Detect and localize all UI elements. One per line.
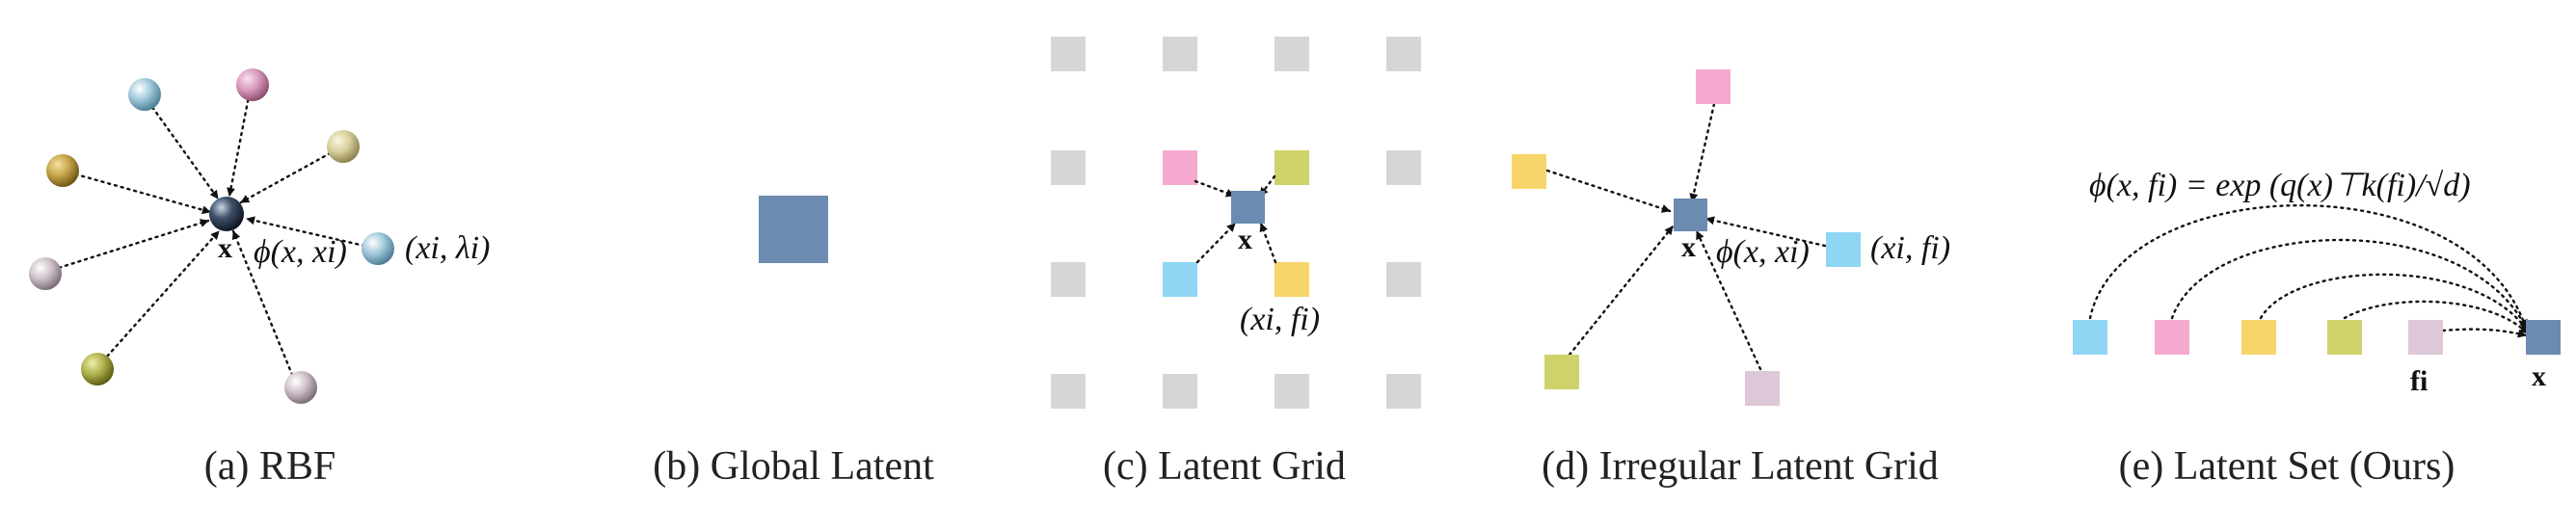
global-latent-square (759, 196, 828, 263)
irregular-query-label: x (1681, 231, 1696, 263)
set-arrow-pink (2170, 238, 2529, 332)
rbf-center-lilac (29, 257, 62, 290)
rbf-arrow-beige (239, 145, 344, 204)
irregular-caption: (d) Irregular Latent Grid (1542, 444, 1939, 489)
rbf-arrow-cyan (245, 216, 366, 248)
irregular-kernel-label: ϕ(x, xi) (1716, 234, 1810, 270)
grid-cell-empty (1386, 374, 1421, 409)
rbf-query-label: x (218, 232, 232, 264)
set-arrow-yellow (2259, 273, 2530, 333)
grid-cell-empty (1051, 262, 1086, 297)
grid-cell-empty (1051, 150, 1086, 185)
irregular-arrow-pink (1689, 102, 1716, 203)
rbf-arrow-blue (143, 94, 220, 200)
rbf-center-gold (46, 154, 79, 187)
set-latent-yellow (2241, 320, 2276, 355)
set-latent-lilac (2408, 320, 2443, 355)
grid-query-label: x (1238, 224, 1252, 255)
irregular-latent-green (1544, 355, 1579, 389)
rbf-caption: (a) RBF (204, 444, 336, 489)
irregular-latent-cyan (1826, 232, 1861, 267)
panel-global-latent: (b) Global Latent (653, 196, 934, 489)
irregular-point-label: (xi, fi) (1870, 230, 1950, 266)
rbf-arrow-lilac (44, 219, 210, 274)
grid-cell-empty (1051, 374, 1086, 409)
irregular-arrow-lilac (1695, 229, 1762, 371)
grid-latent-cyan (1163, 262, 1197, 297)
rbf-arrow-gold (61, 169, 212, 215)
rbf-center-beige (327, 130, 360, 163)
grid-cell-empty (1051, 37, 1086, 71)
irregular-latent-yellow (1512, 154, 1546, 189)
grid-latent-yellow (1275, 262, 1309, 297)
set-latent-cyan (2073, 320, 2107, 355)
grid-latent-green (1275, 150, 1309, 185)
latent-grid-cells (1051, 37, 1421, 409)
grid-caption: (c) Latent Grid (1103, 444, 1346, 489)
grid-cell-empty (1386, 262, 1421, 297)
rbf-query-point (209, 197, 244, 231)
rbf-center-olive (81, 353, 114, 385)
grid-cell-empty (1275, 374, 1309, 409)
set-caption: (e) Latent Set (Ours) (2119, 444, 2455, 489)
grid-arrow-cyan (1195, 222, 1237, 264)
grid-cell-empty (1163, 37, 1197, 71)
panel-irregular-latent-grid: x ϕ(x, xi) (xi, fi) (d) Irregular Latent… (1512, 69, 1950, 489)
rbf-center-mauve (284, 371, 317, 404)
irregular-arrow-yellow (1545, 169, 1672, 213)
rbf-center-pink (236, 68, 269, 101)
rbf-arrow-olive (96, 229, 221, 368)
irregular-arrow-cyan (1704, 216, 1827, 248)
grid-cell-empty (1386, 37, 1421, 71)
irregular-latent-lilac (1745, 371, 1780, 406)
set-query-square (2526, 320, 2561, 355)
set-query-label: x (2532, 360, 2546, 392)
irregular-latent-pink (1696, 69, 1731, 104)
grid-cell-empty (1386, 150, 1421, 185)
set-latent-label: fi (2410, 365, 2428, 397)
grid-arrow-pink (1194, 179, 1236, 198)
irregular-query-square (1674, 199, 1707, 231)
set-arrow-green (2343, 300, 2530, 335)
set-arrow-cyan (2088, 204, 2528, 330)
grid-point-label: (xi, fi) (1240, 302, 1320, 337)
set-latent-green (2327, 320, 2362, 355)
set-latent-pink (2155, 320, 2189, 355)
grid-latent-pink (1163, 150, 1197, 185)
grid-cell-empty (1275, 37, 1309, 71)
rbf-kernel-label: ϕ(x, xi) (254, 234, 347, 270)
rbf-center-blue (128, 78, 161, 111)
set-formula: ϕ(x, fi) = exp (q(x)⊤k(fi)/√d) (2089, 168, 2471, 203)
irregular-arrow-green (1568, 225, 1675, 357)
rbf-center-cyan (362, 232, 394, 265)
rbf-arrow-pink (227, 85, 253, 198)
panel-rbf: x ϕ(x, xi) (xi, λi) (a) RBF (29, 68, 490, 489)
rbf-point-label: (xi, λi) (405, 230, 490, 266)
panel-latent-set: ϕ(x, fi) = exp (q(x)⊤k(fi)/√d) fi x (e) … (2073, 168, 2561, 489)
global-caption: (b) Global Latent (653, 444, 934, 489)
panel-latent-grid: x (xi, fi) (c) Latent Grid (1051, 37, 1421, 489)
grid-query-square (1231, 191, 1265, 224)
grid-cell-empty (1163, 374, 1197, 409)
rbf-arrow-mauve (231, 229, 297, 384)
grid-arrow-yellow (1259, 222, 1277, 264)
set-arrow-lilac (2441, 328, 2528, 338)
